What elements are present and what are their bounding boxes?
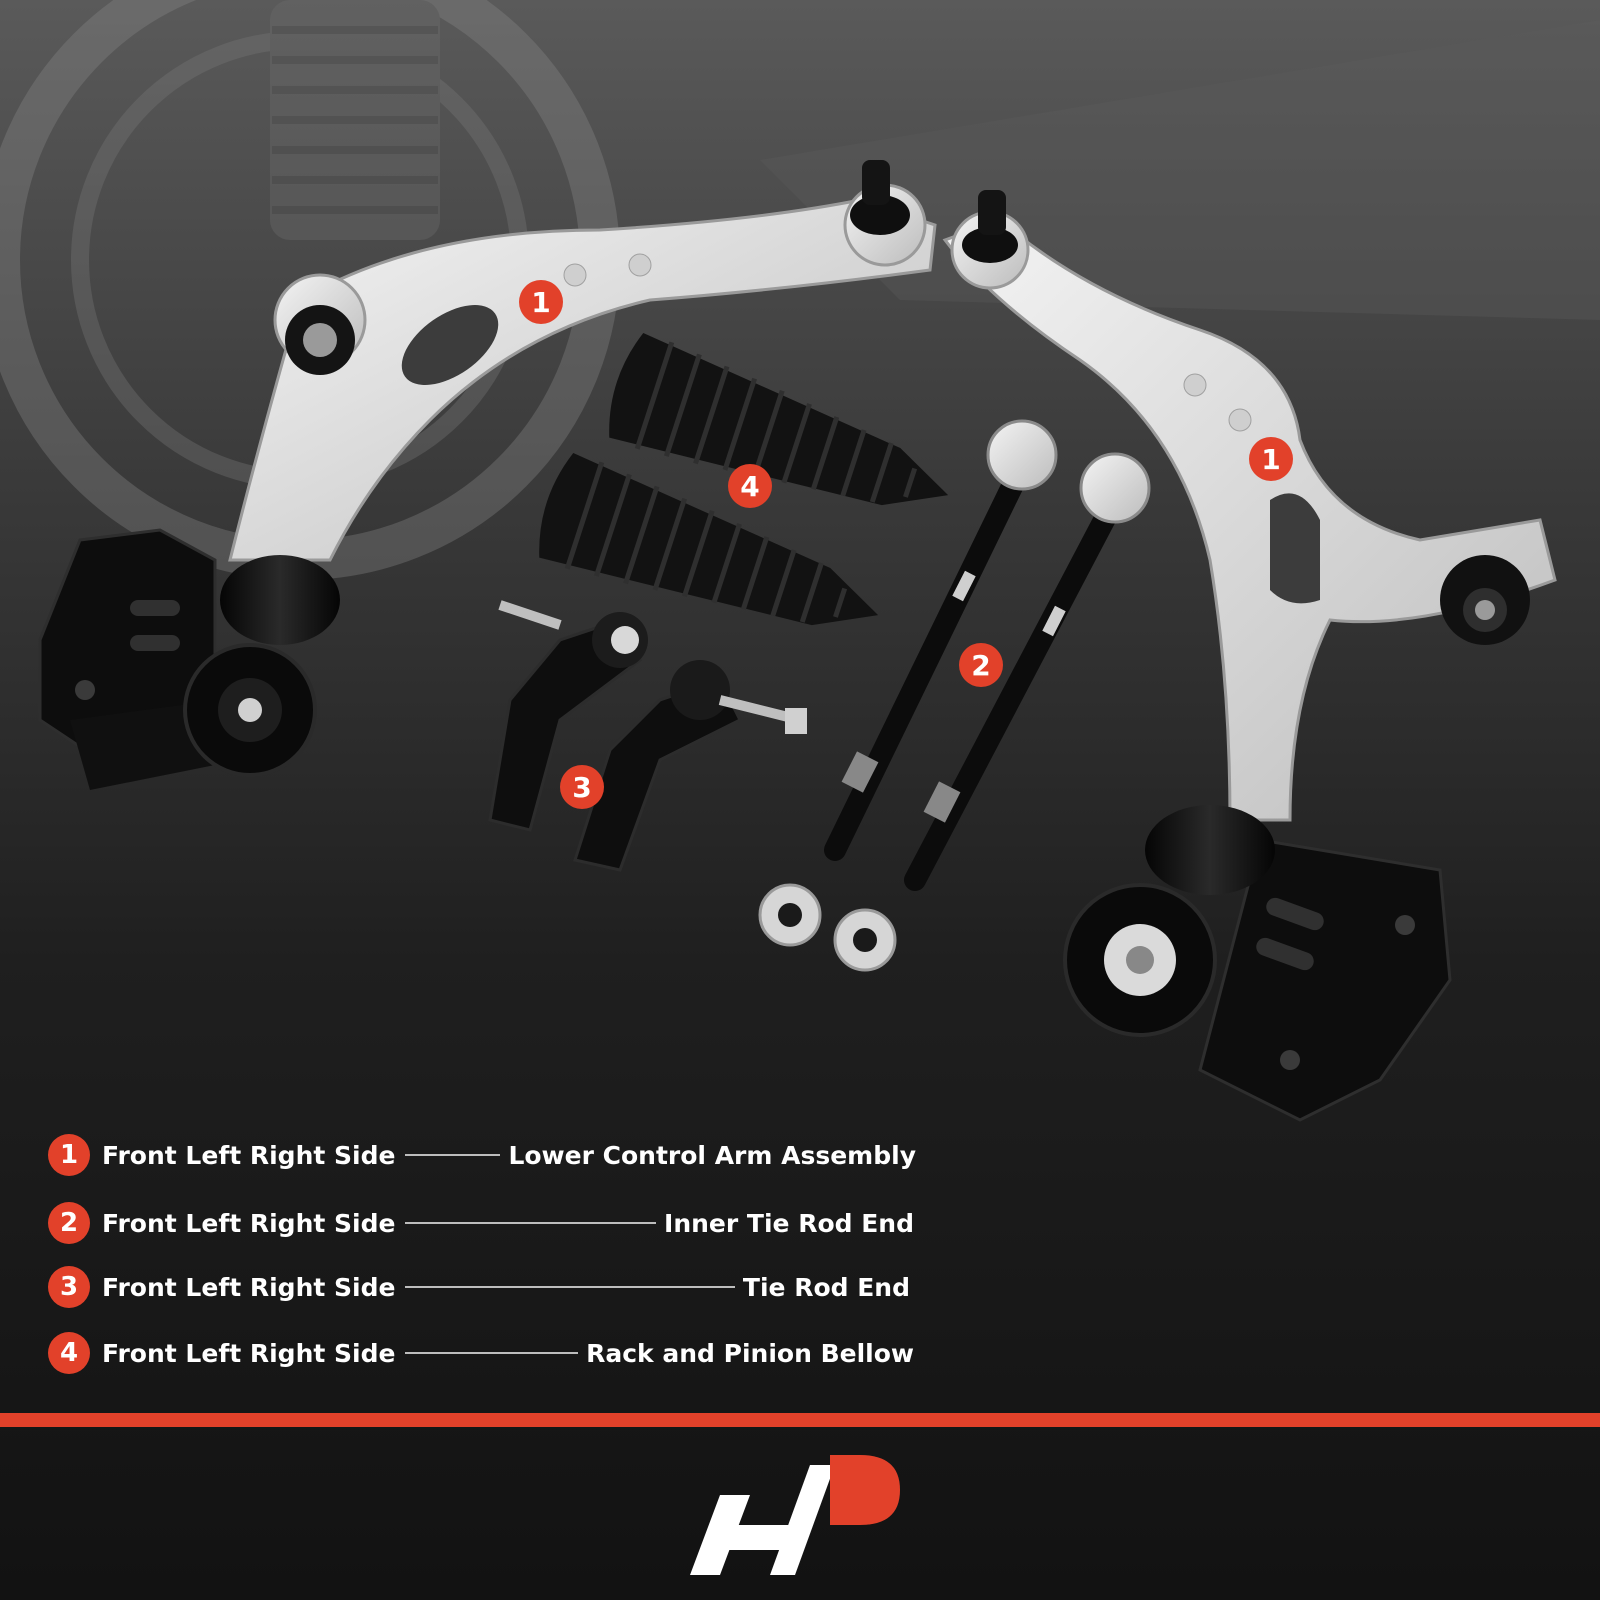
legend-number: 2 xyxy=(48,1202,90,1244)
lock-washers xyxy=(758,883,897,972)
legend-leader-line xyxy=(405,1154,501,1156)
legend-row-3: 3 Front Left Right Side Tie Rod End xyxy=(48,1262,910,1312)
callout-1-right: 1 xyxy=(1249,437,1293,481)
legend-side: Front Left Right Side xyxy=(102,1338,396,1368)
rack-and-pinion-bellows xyxy=(539,333,949,626)
legend-leader-line xyxy=(405,1286,735,1288)
legend-side: Front Left Right Side xyxy=(102,1140,396,1170)
callout-2: 2 xyxy=(959,643,1003,687)
logo-accent xyxy=(830,1455,900,1525)
legend-leader-line xyxy=(405,1222,657,1224)
right-lower-control-arm xyxy=(942,190,1557,1122)
callout-3: 3 xyxy=(560,765,604,809)
legend-part-name: Rack and Pinion Bellow xyxy=(586,1338,914,1368)
brand-logo-icon xyxy=(690,1455,900,1575)
legend-number: 3 xyxy=(48,1266,90,1308)
callout-1-left: 1 xyxy=(519,280,563,324)
legend-side: Front Left Right Side xyxy=(102,1208,396,1238)
legend-part-name: Inner Tie Rod End xyxy=(664,1208,914,1238)
legend-number: 4 xyxy=(48,1332,90,1374)
legend-number: 1 xyxy=(48,1134,90,1176)
legend-part-name: Tie Rod End xyxy=(742,1272,910,1302)
outer-tie-rod-ends xyxy=(488,600,807,872)
legend-row-2: 2 Front Left Right Side Inner Tie Rod En… xyxy=(48,1198,914,1248)
legend-leader-line xyxy=(405,1352,579,1354)
legend-part-name: Lower Control Arm Assembly xyxy=(508,1140,916,1170)
inner-tie-rods xyxy=(824,419,1151,891)
accent-divider xyxy=(0,1413,1600,1427)
left-lower-control-arm xyxy=(38,160,937,790)
suspension-kit-photo xyxy=(0,0,1600,1122)
legend-row-4: 4 Front Left Right Side Rack and Pinion … xyxy=(48,1328,914,1378)
legend-side: Front Left Right Side xyxy=(102,1272,396,1302)
legend-row-1: 1 Front Left Right Side Lower Control Ar… xyxy=(48,1130,916,1180)
callout-4: 4 xyxy=(728,464,772,508)
